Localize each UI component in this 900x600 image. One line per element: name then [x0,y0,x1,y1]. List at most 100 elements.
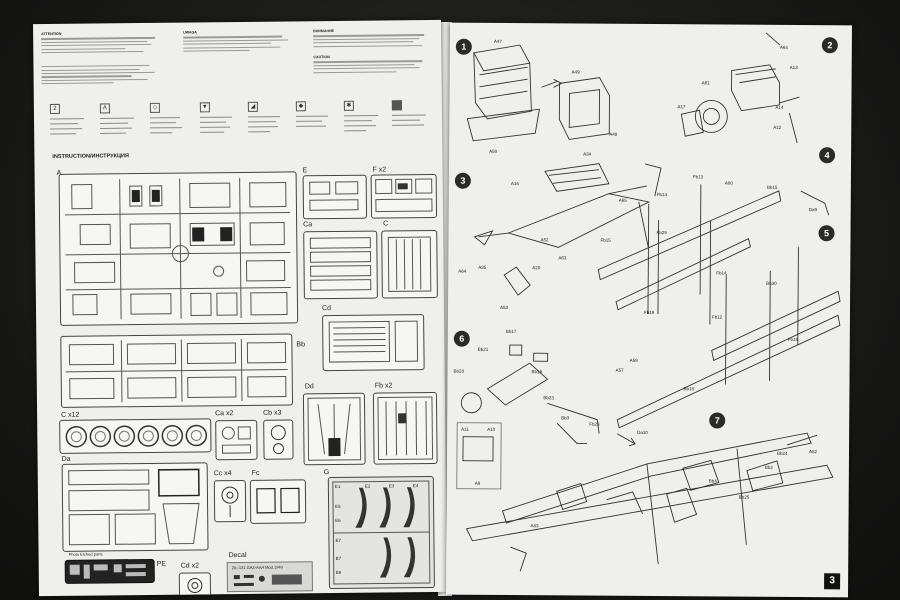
caution-text-lines [313,60,431,73]
caution-left-text-lines [41,65,161,85]
g-part-label: E3 [388,483,395,489]
attention-heading: ATTENTION [41,31,62,37]
part-callout: A52 [540,237,549,243]
sprue-label-g: G [323,469,330,477]
sprue-cd [322,314,425,372]
sprue-label-c-x12: C x12 [61,411,80,419]
option-icon: ◇ [149,102,160,113]
sprue-fc-drawing [256,487,300,514]
part-callout: Bb19 [531,369,543,375]
photo-etch-fret [64,558,155,584]
sprue-cb-x3 [263,419,294,460]
sprue-fc [249,479,307,524]
sprue-f-drawing [375,178,433,213]
instruction-title: INSTRUCTION/ИНСТРУКЦИЯ [52,153,129,160]
part-callout: Bb20 [453,368,465,374]
part-callout: A10 [487,426,496,432]
part-callout: A11 [461,426,469,432]
vnimanie-text-lines [313,34,431,47]
pe-caption: Photo Etched parts [68,551,103,557]
glue-icon: 2 [49,103,60,114]
repeat-icon: ▼ [199,102,210,113]
part-callout: Bb25 [738,494,750,500]
part-callout: A61 [701,80,710,86]
caution-heading: CAUTION [313,55,330,60]
sprue-f [370,173,438,219]
part-callout: A83 [530,523,539,529]
part-callout: Bb21 [477,346,489,352]
sprue-label-cd-x2: Cd x2 [180,562,200,570]
legend-text-lines [50,114,426,135]
photo-etch-drawing [69,564,146,579]
part-callout: A47 [493,38,502,44]
part-callout: A80 [724,180,733,186]
right-page: 1 2 3 4 5 6 7 A47 A49 A48 A50 A64 A13 A6… [446,22,852,598]
sprue-dd-drawing [307,397,362,461]
g-part-label: E7 [335,537,341,544]
sprue-fb [372,391,438,465]
uwaga-block: UWAGA [183,29,293,53]
sprue-label-e: E [302,167,308,175]
part-callout: Fb23 [589,421,600,427]
sprue-cd-drawing [328,320,419,363]
part-callout: A14 [775,104,784,110]
part-callout: A9 [474,480,481,486]
sprue-fb-drawing [377,396,434,461]
part-callout: A13 [789,64,798,71]
page-number: 3 [824,573,841,590]
sprue-label-f: F x2 [372,166,387,174]
uwaga-text-lines [183,35,293,52]
part-callout: Bb18 [683,386,694,392]
sprue-label-c: C [383,220,389,228]
part-callout: A50 [489,148,498,154]
sprue-label-bb: Bb [296,341,305,349]
sprue-ca-drawing [309,237,372,291]
part-callout: Bb15 [766,184,778,190]
sprue-label-da: Da [61,455,71,463]
sprue-label-cd: Cd [321,305,332,313]
part-callout: Fb19 [643,309,655,316]
part-callout: A57 [615,367,624,373]
sprue-c [381,229,438,299]
part-callout: Bb23 [543,395,554,401]
decal-label: Decal [228,551,247,560]
part-callout: A17 [677,104,686,110]
part-callout: A82 [808,449,818,455]
left-page: ATTENTION UWAGA ВНИМАНИЕ CAUTION 2 A ◇ ▼… [33,19,447,597]
attention-block: ATTENTION [41,31,161,56]
vnimanie-block: ВНИМАНИЕ [313,28,431,49]
sprue-bb [60,333,294,408]
decal-sheet: ZIL-131 GAZ-AAA Mod.1940 [226,561,313,593]
part-callout: Fb29 [656,230,667,236]
g-part-label: B8 [335,569,342,576]
sprue-label-cc-x4: Cc x4 [213,470,232,478]
part-callout: A63 [558,255,567,261]
sprue-cc-x4-drawing [221,486,239,518]
sprue-e [302,174,368,220]
part-callout: A20 [532,265,541,271]
sprue-g-drawing [332,480,431,585]
part-callout: A64 [779,44,788,50]
part-callout: Bb24 [776,450,788,456]
decal-marks [233,574,302,587]
part-callout: A59 [629,357,638,363]
sprue-wheels-drawing [65,424,208,448]
sprue-cd-x2 [178,572,212,597]
part-callout: Fb14 [716,270,727,276]
part-callout: Bb3 [561,415,570,421]
step-7-badge: 7 [709,412,726,429]
part-callout: A35 [478,264,487,270]
step-6-badge: 6 [453,330,470,347]
part-callout: A65 [618,197,627,203]
part-callout: A53 [499,304,509,311]
sprue-label-pe: PE [156,560,167,568]
part-callout: Fb14 [656,192,668,198]
g-part-label: E2 [364,483,371,489]
sprue-ca-x2 [215,419,258,461]
vnimanie-heading: ВНИМАНИЕ [313,28,335,34]
sprue-label-ca: Ca [303,221,313,229]
sprue-label-dd: Dd [304,383,314,391]
part-callout: A48 [609,131,618,137]
sprue-e-drawing [309,181,359,211]
sprue-c-drawing [387,236,432,292]
